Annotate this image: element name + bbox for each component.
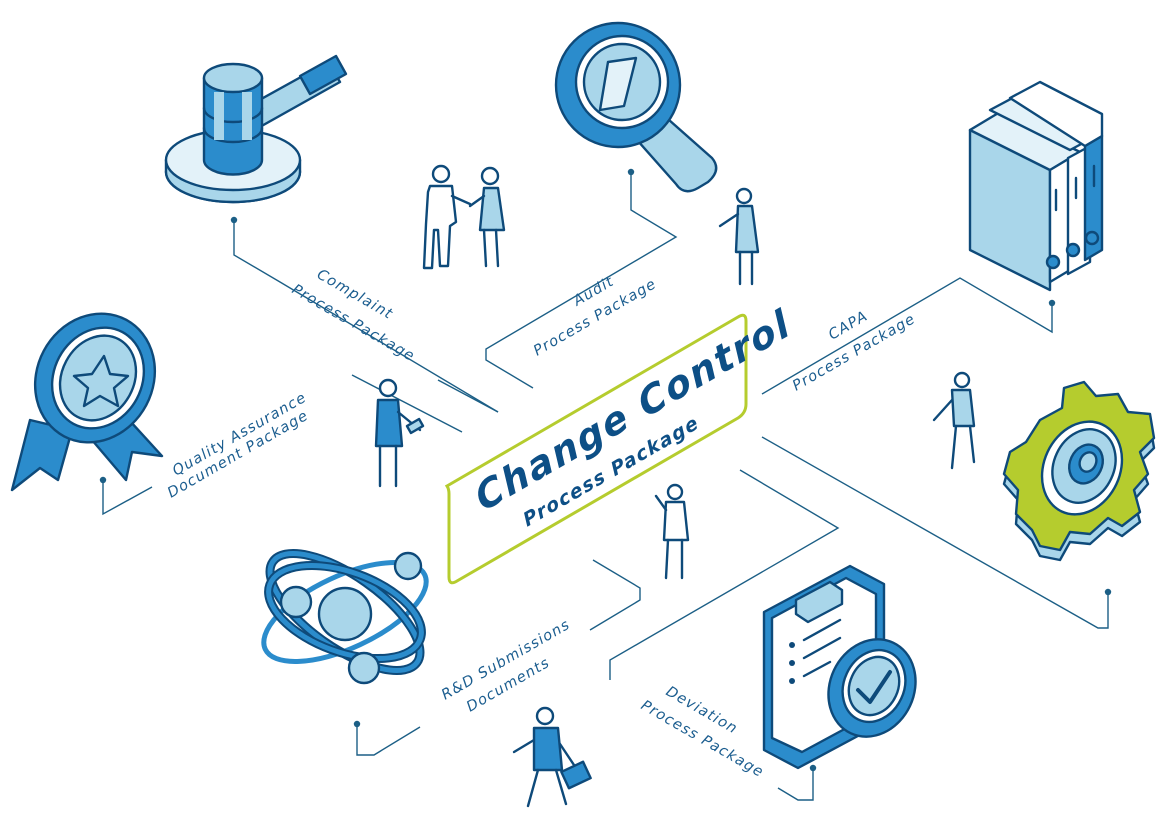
label-audit: Audit Process Package xyxy=(531,274,660,360)
connector-capa xyxy=(761,277,1053,395)
connector-quality xyxy=(102,480,153,516)
label-rnd: R&D Submissions Documents xyxy=(439,617,573,716)
center-box: Change Control Process Package xyxy=(444,301,798,585)
label-deviation: Deviation Process Package xyxy=(638,684,767,781)
person-woman-audit xyxy=(718,187,760,286)
person-tablet-left xyxy=(374,378,425,488)
clipboard-check-icon xyxy=(762,564,917,770)
award-badge-icon xyxy=(10,312,164,492)
connector-complaint xyxy=(233,220,499,413)
magnifier-icon xyxy=(554,21,718,193)
label-quality: Quality Assurance Document Package xyxy=(165,390,312,502)
gear-icon xyxy=(1002,380,1156,562)
connectors xyxy=(99,168,1112,801)
person-walking-right xyxy=(932,371,976,470)
atom-icon xyxy=(261,549,429,685)
connector-gear xyxy=(761,436,1109,629)
center-title: Change Control xyxy=(469,301,798,521)
connector-deviation xyxy=(777,768,814,801)
svg-text:Document Package: Document Package xyxy=(165,408,312,502)
person-handshake-pair xyxy=(422,164,506,270)
binders-icon xyxy=(968,80,1104,292)
person-briefcase xyxy=(512,706,592,808)
person-phone-center xyxy=(654,483,690,580)
label-capa: CAPA Process Package xyxy=(790,308,919,394)
people xyxy=(374,164,976,808)
connector-audit xyxy=(485,172,678,389)
connector-rnd xyxy=(356,724,421,756)
label-complaint: Complaint Process Package xyxy=(289,267,418,365)
gavel-icon xyxy=(164,54,348,204)
